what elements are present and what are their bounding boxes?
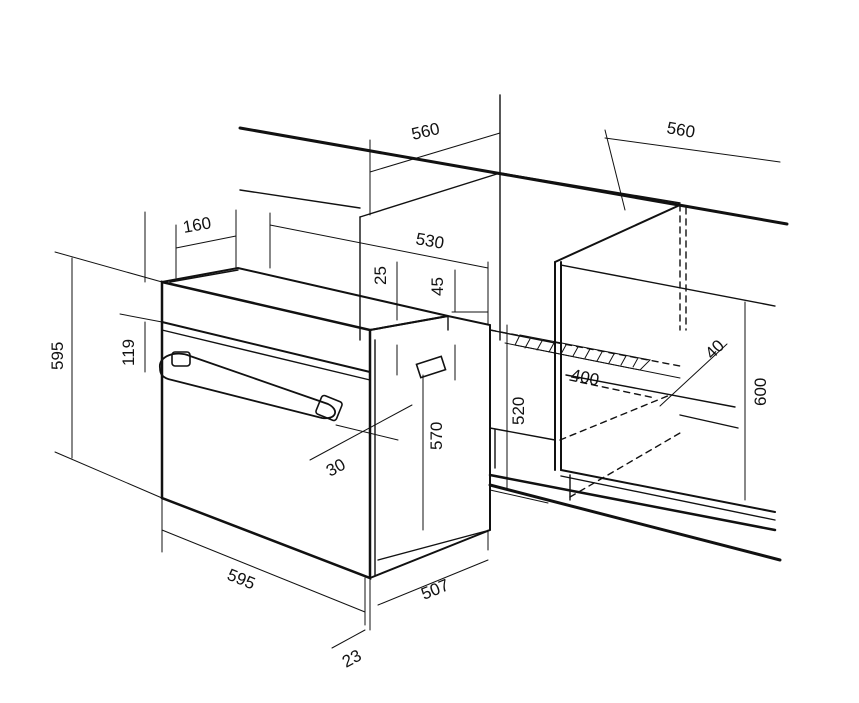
dim-label-595-height: 595	[48, 342, 67, 370]
dim-label-530: 530	[414, 229, 445, 253]
dim-label-30: 30	[323, 455, 349, 481]
dimension-lines	[54, 129, 781, 649]
dim-label-600: 600	[751, 378, 770, 406]
dim-label-400: 400	[569, 365, 601, 389]
dim-label-40: 40	[701, 336, 728, 363]
dim-label-595-width: 595	[225, 565, 258, 593]
dim-label-560-top: 560	[410, 119, 442, 144]
dim-label-560-right: 560	[665, 118, 696, 142]
dim-label-45: 45	[428, 277, 447, 296]
dim-label-23: 23	[339, 646, 365, 672]
dim-label-119: 119	[119, 339, 138, 366]
dim-label-160: 160	[181, 213, 212, 237]
dim-label-520: 520	[509, 397, 528, 425]
dim-label-507: 507	[418, 575, 451, 603]
cabinet-outline	[238, 94, 789, 562]
drawing-lines	[54, 94, 789, 649]
dim-label-25: 25	[371, 266, 390, 285]
dim-label-570: 570	[427, 422, 446, 450]
